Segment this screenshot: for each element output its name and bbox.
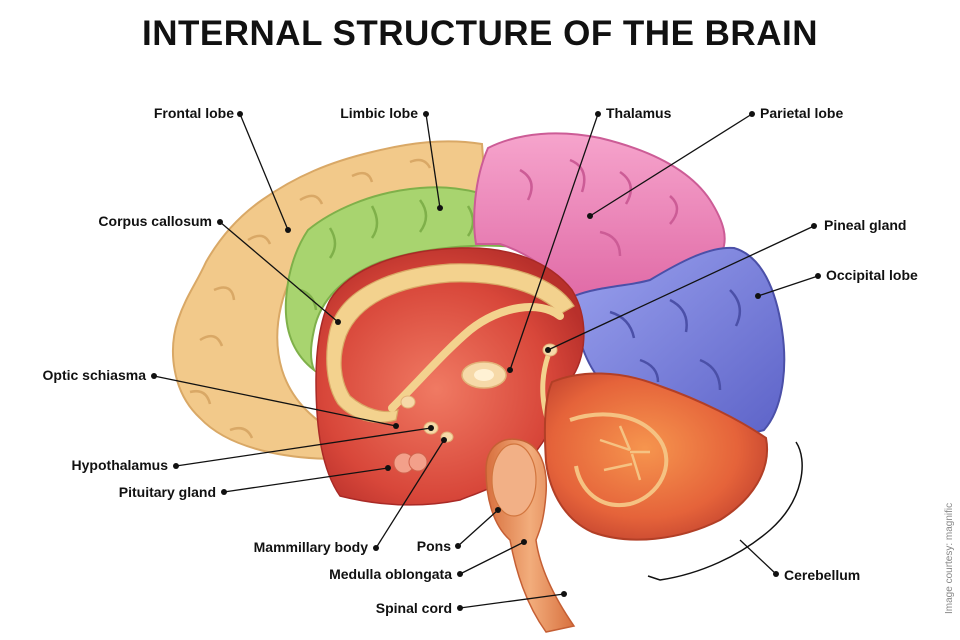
page-title: INTERNAL STRUCTURE OF THE BRAIN	[142, 14, 818, 53]
thalamus-highlight	[474, 369, 494, 381]
corpus-callosum-shape	[326, 263, 575, 423]
frontal-lobe-region	[172, 140, 488, 460]
label-spinal-cord: Spinal cord	[376, 600, 452, 616]
pituitary-lobe-shape	[408, 452, 428, 472]
frontal-gyri	[189, 158, 432, 439]
label-mammillary-body: Mammillary body	[254, 539, 369, 555]
label-optic-schiasma: Optic schiasma	[43, 367, 147, 383]
fornix-shape	[388, 303, 564, 412]
image-credit: Image courtesy: magnific	[944, 503, 955, 614]
label-corpus-callosum: Corpus callosum	[98, 213, 212, 229]
pons-shape	[491, 443, 537, 517]
occipital-gyri	[609, 289, 742, 391]
label-thalamus: Thalamus	[606, 105, 672, 121]
label-occipital-lobe: Occipital lobe	[826, 267, 918, 283]
limbic-gyri	[299, 199, 475, 311]
leader-dots	[151, 111, 821, 611]
leader-lines	[153, 113, 819, 609]
cerebellum-bracket	[647, 441, 803, 581]
cerebellum-arbor	[569, 412, 669, 508]
optic-schiasma-shape	[400, 395, 416, 409]
label-pineal-gland: Pineal gland	[824, 217, 906, 233]
label-frontal-lobe: Frontal lobe	[154, 105, 234, 121]
label-medulla-oblongata: Medulla oblongata	[329, 566, 452, 582]
label-hypothalamus: Hypothalamus	[72, 457, 169, 473]
label-pituitary-gland: Pituitary gland	[119, 484, 216, 500]
label-parietal-lobe: Parietal lobe	[760, 105, 843, 121]
cerebellum-branches	[599, 425, 650, 481]
label-limbic-lobe: Limbic lobe	[340, 105, 418, 121]
parietal-gyri	[519, 158, 679, 257]
label-cerebellum: Cerebellum	[784, 567, 860, 583]
label-pons: Pons	[417, 538, 451, 554]
